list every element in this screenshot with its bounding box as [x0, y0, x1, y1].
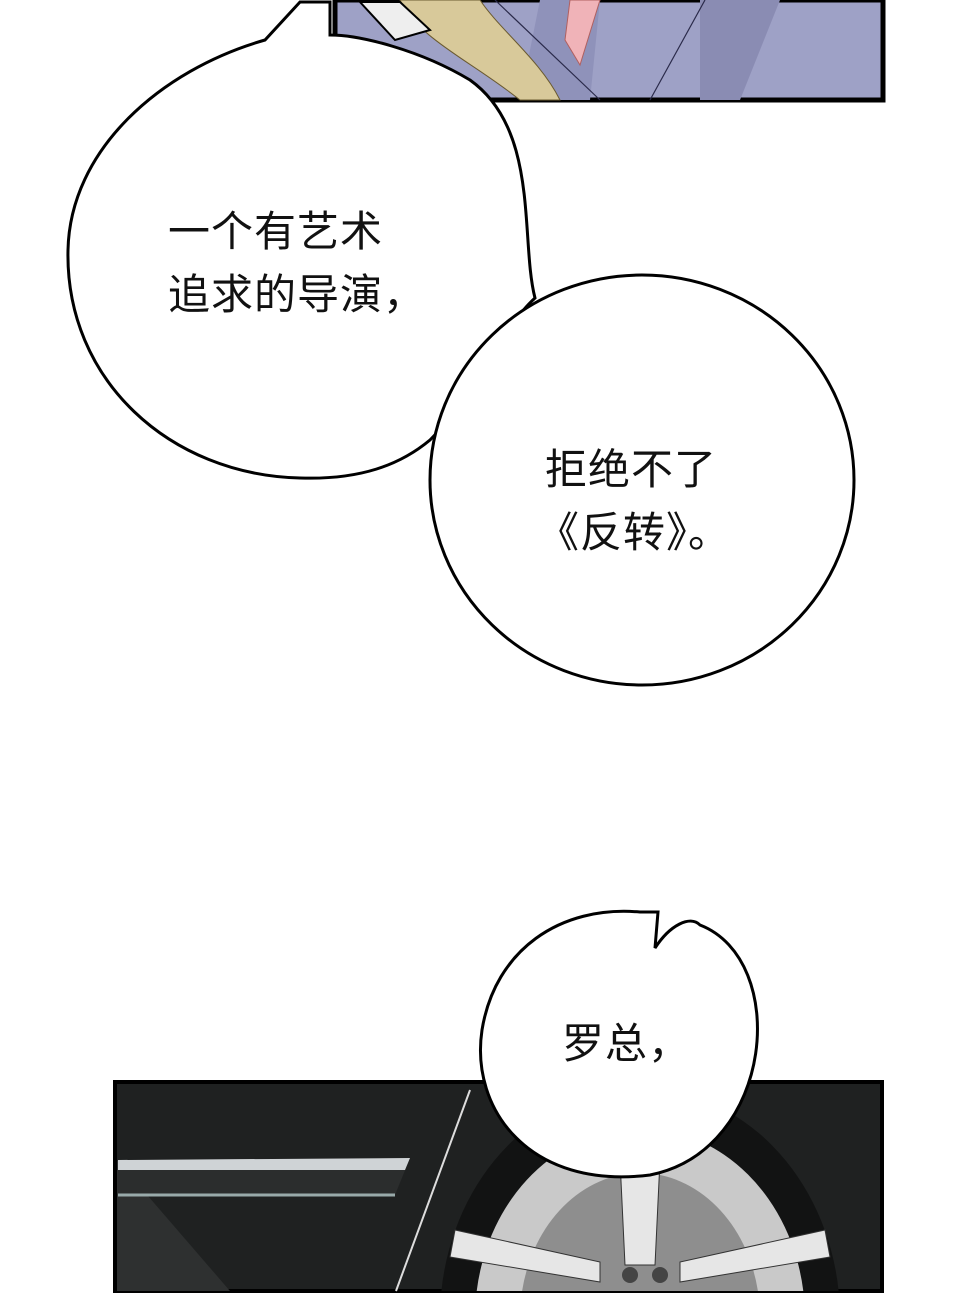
bubble-line: 拒绝不了 — [545, 445, 718, 494]
bubble-3-text: 罗总， — [562, 1012, 691, 1075]
speech-bubble-2 — [428, 273, 856, 687]
speech-bubble-1 — [66, 0, 537, 480]
bubble-line: 罗总， — [562, 1019, 692, 1068]
top-panel-illustration — [332, 0, 886, 103]
bubble-2-text: 拒绝不了 《反转》。 — [537, 438, 731, 564]
bubble-line: 《反转》。 — [537, 508, 732, 557]
bubble-line: 一个有艺术 — [168, 207, 384, 256]
bubble-1-text: 一个有艺术 追求的导演， — [168, 200, 426, 326]
bubble-line: 追求的导演， — [168, 270, 427, 319]
speech-bubble-3 — [479, 909, 759, 1179]
